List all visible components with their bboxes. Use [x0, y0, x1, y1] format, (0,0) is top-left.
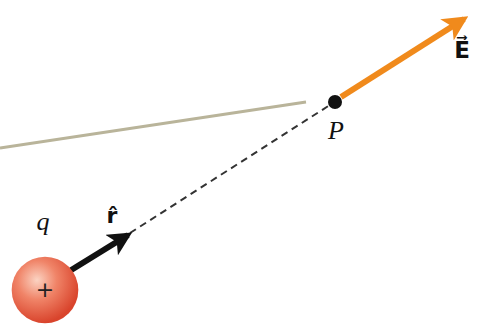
unit-vector-arrow	[68, 235, 128, 272]
dashed-line	[130, 103, 333, 233]
charge-sphere: +	[11, 256, 79, 324]
charge-label: q	[37, 209, 50, 235]
field-label: E⃗	[454, 39, 470, 62]
unit-vector-label: r̂	[107, 205, 118, 227]
point-p-dot	[328, 95, 342, 109]
point-label: P	[328, 118, 344, 144]
charge-sign: +	[36, 279, 54, 301]
field-vector-arrow	[341, 19, 464, 97]
grey-line	[0, 102, 306, 148]
